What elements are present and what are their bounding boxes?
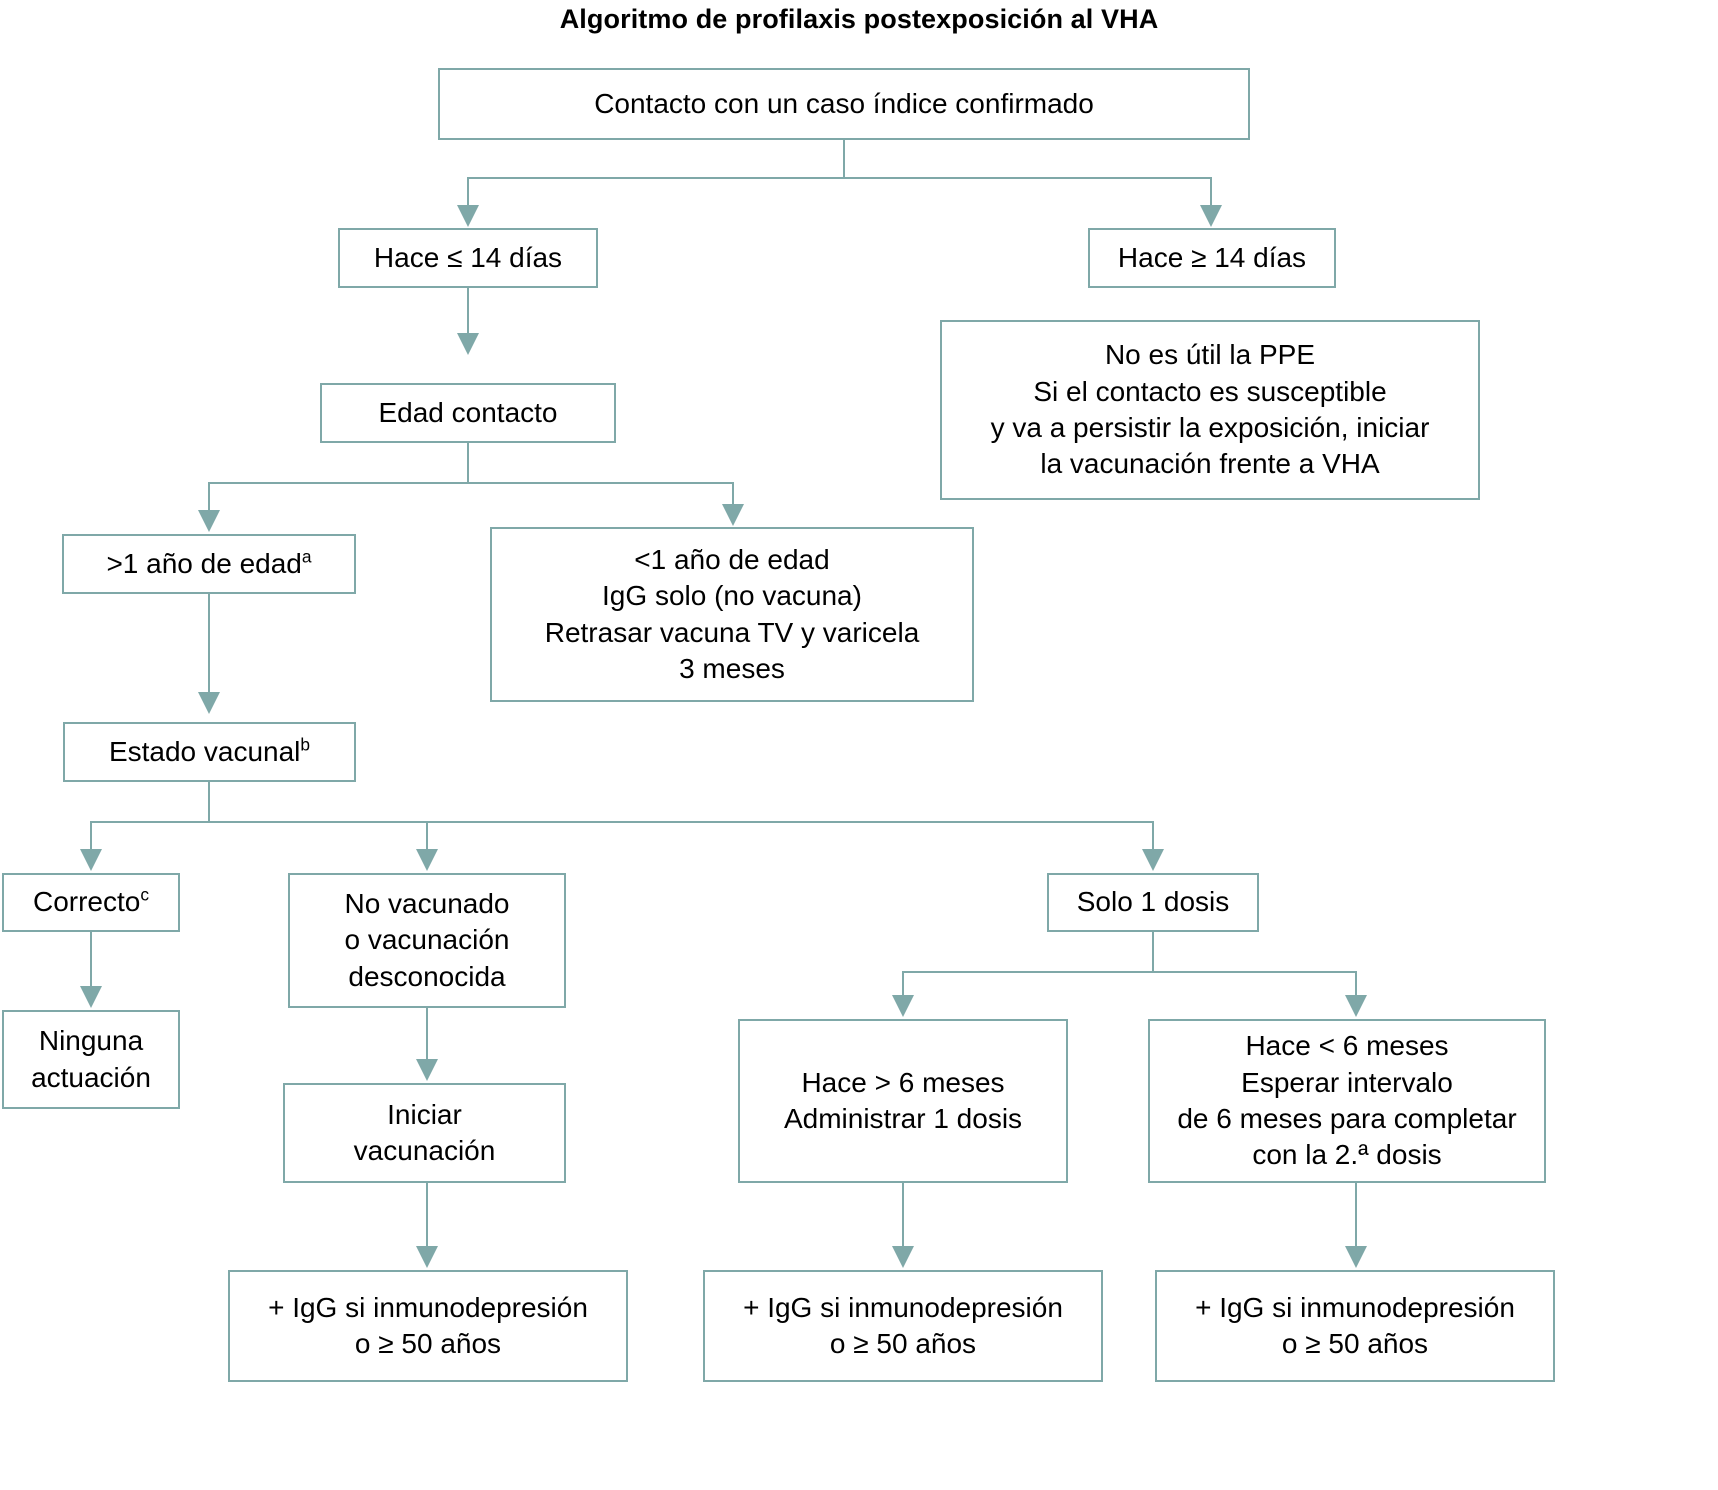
node-label-line-2: vacunación <box>353 1135 496 1166</box>
node-label-line-4: la vacunación frente a VHA <box>1040 448 1380 480</box>
arrowhead-lt6 <box>1345 995 1367 1017</box>
node-solo-1-dosis: Solo 1 dosis <box>1047 873 1259 932</box>
node-label-line-2: o vacunación <box>344 924 510 956</box>
node-mayor-1-anio-edad: >1 año de edada <box>62 534 356 594</box>
connector-correcto-to-ninguna <box>90 932 92 988</box>
node-label-line-2: Esperar intervalo <box>1241 1066 1453 1098</box>
node-no-es-util-ppe: No es útil la PPE Si el contacto es susc… <box>940 320 1480 500</box>
connector-gt1-to-estado <box>208 594 210 694</box>
connector-solo1-to-lt6 <box>1355 971 1357 997</box>
connector-edad-to-lt1 <box>732 482 734 506</box>
footnote-marker-a: a <box>301 546 312 567</box>
arrowhead-correcto <box>80 849 102 871</box>
node-label-line-1: Iniciar <box>387 1098 462 1130</box>
connector-estado-to-novac <box>426 821 428 851</box>
connector-solo1-stem <box>1152 932 1154 972</box>
node-label-line-1: + IgG si inmunodepresión <box>1195 1291 1515 1323</box>
arrowhead-novac <box>416 849 438 871</box>
node-label-line-1: + IgG si inmunodepresión <box>268 1291 588 1323</box>
node-edad-contacto: Edad contacto <box>320 383 616 443</box>
node-label: Estado vacunalb <box>108 734 311 767</box>
arrowhead-gt6 <box>892 995 914 1017</box>
node-label-line-1: No vacunado <box>344 887 510 919</box>
connector-estado-bus <box>90 821 1153 823</box>
page-title: Algoritmo de profilaxis postexposición a… <box>559 4 1159 34</box>
node-no-vacunado-o-desconocida: No vacunado o vacunación desconocida <box>288 873 566 1008</box>
arrowhead-le14 <box>457 205 479 227</box>
arrowhead-ninguna <box>80 986 102 1008</box>
node-label-line-1: Hace > 6 meses <box>801 1066 1005 1098</box>
node-igg-inmunodepresion-1: + IgG si inmunodepresión o ≥ 50 años <box>228 1270 628 1382</box>
arrowhead-gt1 <box>198 510 220 532</box>
connector-solo1-to-gt6 <box>902 971 904 997</box>
node-estado-vacunal: Estado vacunalb <box>63 722 356 782</box>
node-label-line-2: IgG solo (no vacuna) <box>602 580 862 612</box>
connector-root-stem <box>843 140 845 178</box>
connector-gt6-to-igg2 <box>902 1183 904 1248</box>
node-label: Correctoc <box>32 884 150 918</box>
connector-estado-stem <box>208 782 210 822</box>
node-hace-menor-14-dias: Hace ≤ 14 días <box>338 228 598 288</box>
connector-solo1-bus <box>902 971 1357 973</box>
footnote-marker-c: c <box>140 884 150 905</box>
footnote-marker-b: b <box>300 734 311 755</box>
node-correcto: Correctoc <box>2 873 180 932</box>
node-label: Contacto con un caso índice confirmado <box>594 87 1094 119</box>
node-label-line-1: Ninguna <box>38 1025 144 1057</box>
node-label-line-3: de 6 meses para completar <box>1177 1103 1517 1134</box>
arrowhead-solo1 <box>1142 849 1164 871</box>
connector-root-bus <box>467 177 1211 179</box>
node-label-line-1: No es útil la PPE <box>1104 339 1316 371</box>
node-label-line-3: desconocida <box>348 960 506 992</box>
node-label-line-1: Hace < 6 meses <box>1245 1030 1449 1062</box>
arrowhead-estado <box>198 692 220 714</box>
connector-le14-to-edad <box>467 288 469 335</box>
connector-edad-to-gt1 <box>208 482 210 512</box>
node-label-line-3: Retrasar vacuna TV y varicela <box>544 616 920 648</box>
node-hace-menor-6-meses: Hace < 6 meses Esperar intervalo de 6 me… <box>1148 1019 1546 1183</box>
connector-estado-to-correcto <box>90 821 92 851</box>
node-label-line-2: o ≥ 50 años <box>354 1328 502 1359</box>
node-ninguna-actuacion: Ninguna actuación <box>2 1010 180 1109</box>
arrowhead-igg1 <box>416 1246 438 1268</box>
connector-root-to-le14 <box>467 177 469 207</box>
connector-novac-to-iniciar <box>426 1008 428 1061</box>
node-label-line-4: 3 meses <box>679 652 785 684</box>
node-label-line-2: Administrar 1 dosis <box>783 1103 1023 1134</box>
arrowhead-edad <box>457 333 479 355</box>
node-label: Hace ≤ 14 días <box>373 241 563 273</box>
node-hace-mayor-6-meses: Hace > 6 meses Administrar 1 dosis <box>738 1019 1068 1183</box>
node-label-line-2: o ≥ 50 años <box>829 1328 977 1359</box>
arrowhead-lt1 <box>722 504 744 526</box>
arrowhead-ge14 <box>1200 205 1222 227</box>
node-label: Solo 1 dosis <box>1076 886 1230 918</box>
node-contacto-caso-indice: Contacto con un caso índice confirmado <box>438 68 1250 140</box>
node-label-line-2: Si el contacto es susceptible <box>1033 375 1387 407</box>
connector-root-to-ge14 <box>1210 177 1212 207</box>
connector-estado-to-solo1 <box>1152 821 1154 851</box>
connector-edad-bus <box>208 482 733 484</box>
node-label: Hace ≥ 14 días <box>1117 241 1307 273</box>
node-label-line-2: o ≥ 50 años <box>1281 1328 1429 1359</box>
node-menor-1-anio-edad: <1 año de edad IgG solo (no vacuna) Retr… <box>490 527 974 702</box>
connector-iniciar-to-igg1 <box>426 1183 428 1248</box>
connector-lt6-to-igg3 <box>1355 1183 1357 1248</box>
arrowhead-igg3 <box>1345 1246 1367 1268</box>
node-iniciar-vacunacion: Iniciar vacunación <box>283 1083 566 1183</box>
arrowhead-iniciar <box>416 1059 438 1081</box>
node-hace-mayor-14-dias: Hace ≥ 14 días <box>1088 228 1336 288</box>
arrowhead-igg2 <box>892 1246 914 1268</box>
node-label: Edad contacto <box>378 396 558 428</box>
node-igg-inmunodepresion-2: + IgG si inmunodepresión o ≥ 50 años <box>703 1270 1103 1382</box>
node-label-line-1: <1 año de edad <box>634 543 830 575</box>
node-label-line-2: actuación <box>31 1061 151 1093</box>
node-label: >1 año de edada <box>106 546 312 579</box>
node-label-line-4: con la 2.ª dosis <box>1252 1139 1442 1171</box>
node-label-line-1: + IgG si inmunodepresión <box>743 1291 1063 1323</box>
node-igg-inmunodepresion-3: + IgG si inmunodepresión o ≥ 50 años <box>1155 1270 1555 1382</box>
connector-edad-stem <box>467 443 469 483</box>
node-label-line-3: y va a persistir la exposición, iniciar <box>990 412 1430 443</box>
